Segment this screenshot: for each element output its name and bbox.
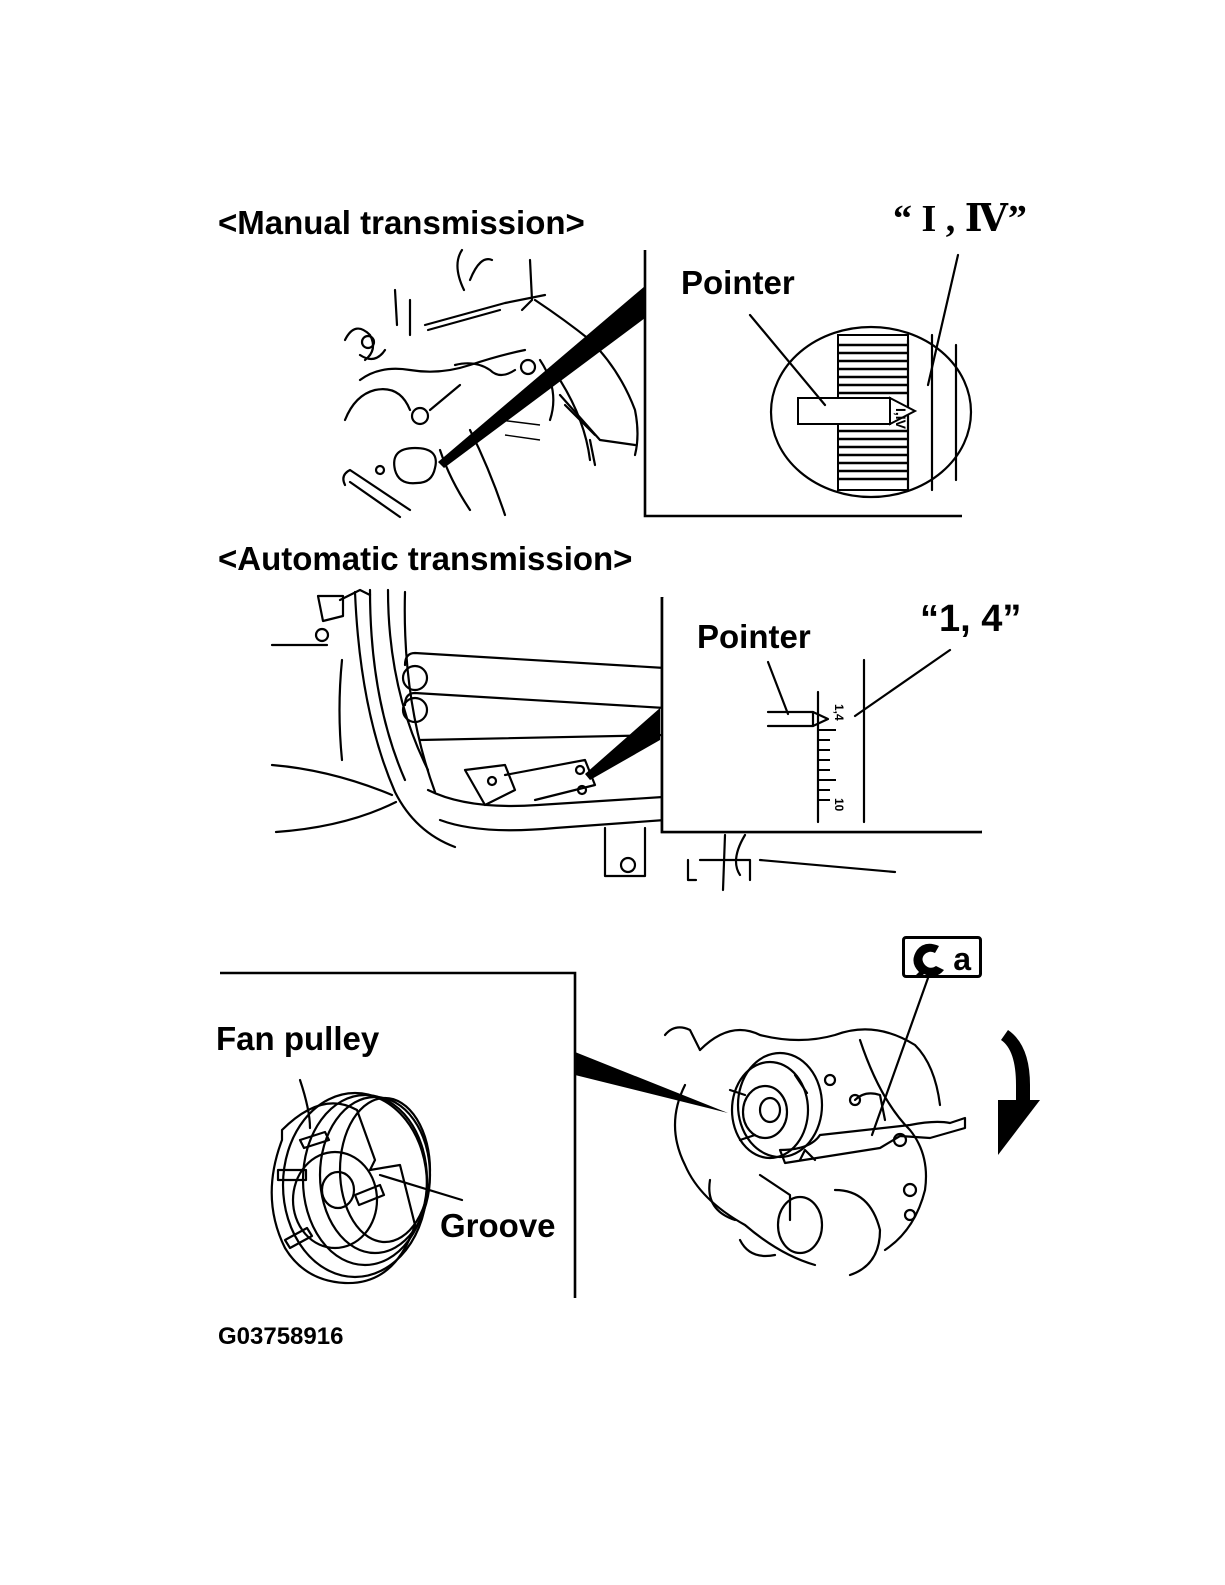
manual-pointer-label: Pointer [681,266,795,299]
groove-leader [380,1175,462,1200]
manual-pointer-leader [750,315,825,405]
figure-code: G03758916 [218,1325,343,1349]
tool-leader [872,978,928,1135]
tool-callout-box: a [902,936,982,978]
engine-front-drawing [665,1027,965,1275]
automatic-pointer-label: Pointer [697,620,811,653]
manual-transmission-title: <Manual transmission> [218,206,585,239]
automatic-mark-label: “1, 4” [920,600,1021,638]
automatic-scale-mark-bottom: 10 [833,798,845,811]
automatic-scale-mark-top: 1,4 [833,704,845,721]
tool-letter: a [953,941,971,978]
manual-engine-drawing [343,250,637,517]
fan-pulley-label: Fan pulley [216,1022,379,1055]
manual-scale-mark: I,IV [894,408,908,429]
rotation-direction-arrow [998,1030,1040,1155]
wrench-icon [909,940,949,976]
automatic-leader-wedge [585,708,660,780]
manual-mark-label: “ I , Ⅳ” [893,200,1027,238]
manual-gauge [771,327,971,497]
pulley-leader-wedge [575,1052,728,1113]
fan-pulley-drawing [272,1080,430,1283]
automatic-transmission-title: <Automatic transmission> [218,542,632,575]
groove-label: Groove [440,1209,556,1242]
